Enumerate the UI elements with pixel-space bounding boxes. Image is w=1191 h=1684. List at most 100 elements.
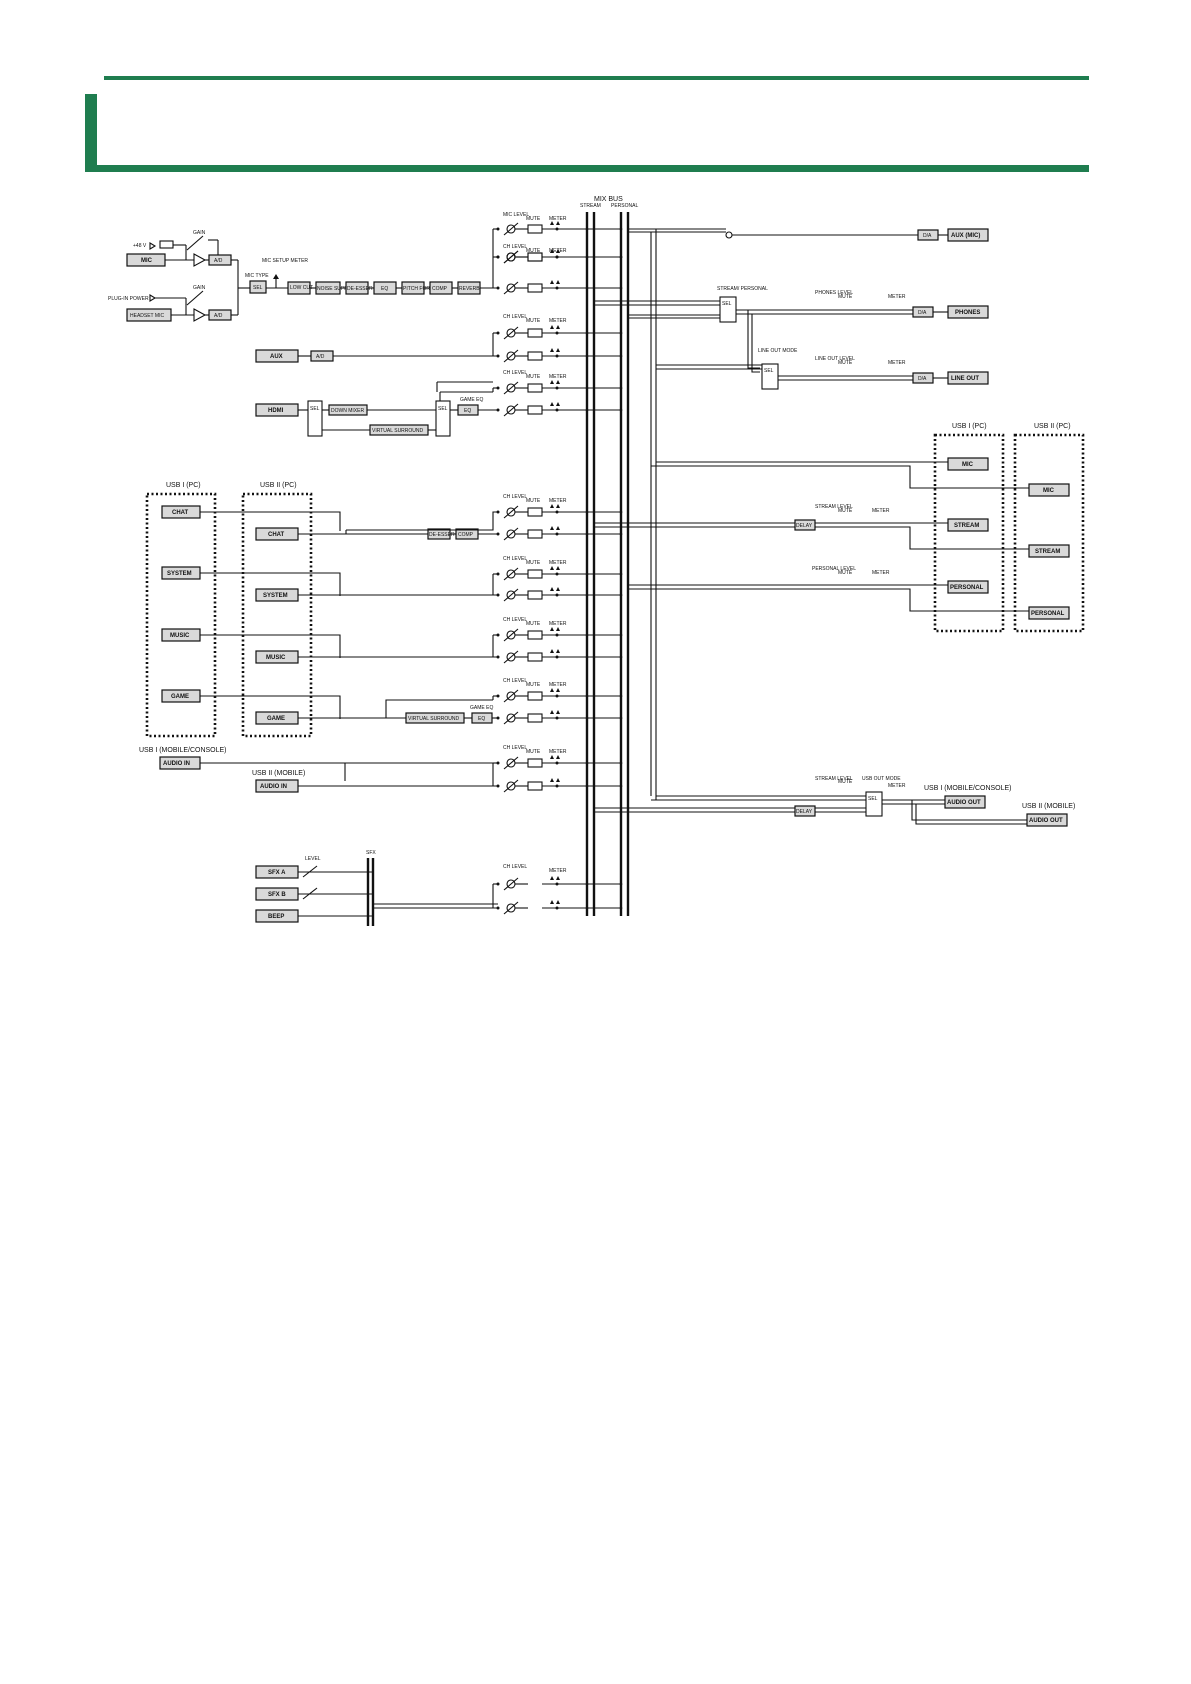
personal-meter-label: METER	[872, 570, 890, 576]
chat-deesser-label: DE-ESSER	[429, 532, 455, 538]
bus-node	[585, 716, 589, 720]
stream-personal-label: STREAM/ PERSONAL	[717, 286, 768, 292]
strip-mute-label: MUTE	[526, 216, 541, 222]
pitch-formant-label: PITCH FORMANT	[403, 286, 444, 292]
usb2-audio-out-box	[1026, 813, 1068, 827]
hdmi-sel-label: SEL	[310, 406, 320, 412]
strip-mute-label: MUTE	[526, 749, 541, 755]
mic-input-label: MIC	[141, 258, 153, 264]
noise-suppressor-label: NOISE SUPPRESSOR	[317, 286, 369, 292]
mute-switch-icon	[527, 224, 543, 234]
meter-node	[555, 906, 559, 910]
usb1-audio-out-box	[944, 795, 986, 809]
meter-arrow-icon	[556, 221, 560, 225]
bus-node	[585, 354, 589, 358]
bus-node	[619, 784, 623, 788]
bus-node	[585, 510, 589, 514]
meter-arrow-icon	[556, 526, 560, 530]
lineout-mode-label: LINE OUT MODE	[758, 348, 798, 354]
mix-bus-personal-label: PERSONAL	[611, 203, 638, 209]
fader-arrow	[503, 901, 519, 915]
strip-level-label: CH LEVEL	[503, 244, 527, 250]
meter-arrow-icon	[556, 325, 560, 329]
gain-label-2: GAIN	[193, 285, 206, 291]
strip-meter-label: METER	[549, 318, 567, 324]
mute-switch-icon	[527, 590, 543, 600]
usb1-stream-out-box	[947, 518, 989, 532]
meter-node	[555, 386, 559, 390]
meter-arrow-icon	[556, 649, 560, 653]
strip-level-label: MIC LEVEL	[503, 212, 529, 218]
game-eq-text: EQ	[478, 716, 485, 722]
lineout-out-box	[947, 371, 989, 385]
bus-node	[585, 593, 589, 597]
strip-level-label: CH LEVEL	[503, 556, 527, 562]
meter-arrow-icon	[550, 348, 554, 352]
reverb-label: REVERB	[459, 286, 480, 292]
headset-ad-label: A/D	[214, 313, 223, 319]
mute-switch-icon	[527, 328, 543, 338]
bus-node	[585, 882, 589, 886]
usb2-pc-out-group	[1013, 433, 1085, 633]
fader-arrow	[503, 349, 519, 363]
usb1-mic-out-box	[947, 457, 989, 471]
strip-level-label: CH LEVEL	[503, 678, 527, 684]
meter-arrow-icon	[550, 280, 554, 284]
stream-meter-label: METER	[872, 508, 890, 514]
aux-chain: AUX A/D	[255, 332, 498, 363]
meter-arrow-icon	[550, 710, 554, 714]
aux-input-label: AUX	[270, 354, 283, 360]
mix-bus-stream-label: STREAM	[580, 203, 601, 209]
bus-node	[585, 761, 589, 765]
usb-out-meter-label: METER	[888, 783, 906, 789]
sfx-a-label: SFX A	[268, 870, 286, 876]
mute-switch-icon	[527, 252, 543, 262]
meter-arrow-icon	[550, 900, 554, 904]
meter-node	[555, 354, 559, 358]
meter-arrow-icon	[556, 504, 560, 508]
usb2-pc-out-label: USB II (PC)	[1034, 423, 1071, 430]
bus-node	[585, 255, 589, 259]
mic-preamp-icon	[193, 253, 207, 267]
meter-arrow-icon	[556, 688, 560, 692]
phones-out-box	[947, 305, 989, 319]
lineout-mute-label: MUTE	[838, 360, 853, 366]
usb2-mobile-in-label: USB II (MOBILE)	[252, 770, 305, 777]
strip-level-label: CH LEVEL	[503, 314, 527, 320]
usb1-personal-out-box	[947, 580, 989, 594]
mute-switch-icon	[527, 507, 543, 517]
hdmi-eq-label: EQ	[464, 408, 471, 414]
usb1-system-label: SYSTEM	[167, 571, 192, 577]
fader-arrow	[503, 527, 519, 541]
bus-node	[619, 906, 623, 910]
usb1-mobile-console-out-label: USB I (MOBILE/CONSOLE)	[924, 785, 1012, 792]
usb1-pc-out-group	[933, 433, 1005, 633]
meter-node	[555, 255, 559, 259]
mute-switch-icon	[527, 529, 543, 539]
deesser-label: DE-ESSER	[347, 286, 373, 292]
meter-arrow-icon	[556, 280, 560, 284]
meter-node	[555, 572, 559, 576]
bus-node	[585, 408, 589, 412]
fader-arrow	[503, 711, 519, 725]
mute-switch-icon	[527, 283, 543, 293]
beep-label: BEEP	[268, 914, 284, 920]
headset-preamp-icon	[193, 308, 207, 322]
meter-node	[555, 716, 559, 720]
usb2-audio-in-label: AUDIO IN	[260, 784, 287, 790]
plugin-power-arrow-icon	[149, 294, 157, 302]
fader-arrow	[503, 381, 519, 395]
bus-node	[619, 255, 623, 259]
usb2-personal-out-box	[1028, 606, 1070, 620]
fader-arrow	[503, 779, 519, 793]
bus-node	[619, 532, 623, 536]
fader-arrow	[503, 222, 519, 236]
usb1-pc-in-label: USB I (PC)	[166, 482, 201, 489]
usb1-personal-out-label: PERSONAL	[950, 585, 984, 591]
fader-arrow	[503, 567, 519, 581]
phantom-label: +48 V	[133, 243, 147, 249]
hdmi-sel-box	[307, 400, 323, 437]
strip-meter-label: METER	[549, 621, 567, 627]
usb2-pc-in-label: USB II (PC)	[260, 482, 297, 489]
meter-arrow-icon	[556, 249, 560, 253]
